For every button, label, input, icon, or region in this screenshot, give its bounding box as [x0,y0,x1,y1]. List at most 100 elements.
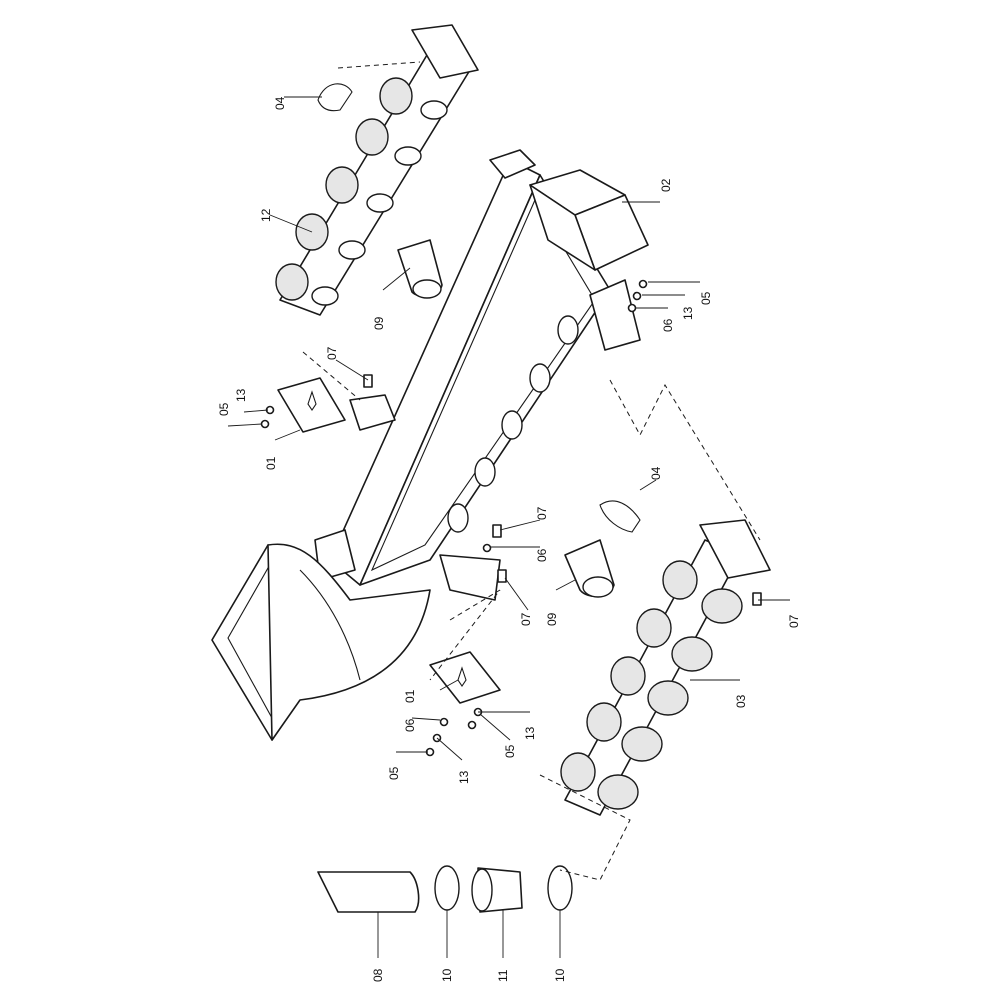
callout-13-upper: 13 [234,388,248,402]
manifold-bar-lower [560,519,771,816]
manifold-upper-port-3 [366,193,394,213]
callout-07-lower: 07 [519,612,533,626]
manifold-lower-cap-5 [662,560,698,600]
hose-coupler-end [471,868,493,912]
manifold-lower-outlet-2 [621,726,663,762]
leader-12 [269,214,313,233]
manifold-upper-port-5 [420,100,448,120]
leader-13-upper [243,409,269,413]
callout-02: 02 [659,178,673,192]
bolt-upper [363,374,373,388]
callout-08: 08 [371,968,385,982]
callout-07-mid: 07 [535,506,549,520]
callout-04-upper: 04 [273,96,287,110]
leader-07-upper [335,359,369,381]
leader-05-lower-right [479,713,511,741]
leader-04-lower [639,479,657,491]
leader-05-upper [227,423,263,427]
callout-03: 03 [734,694,748,708]
assembly-path-upper-manifold [337,61,421,69]
assembly-path-upper-plate [302,351,361,401]
callout-09-upper: 09 [372,316,386,330]
callout-07-upper: 07 [325,346,339,360]
callout-05-right: 05 [699,291,713,305]
mounting-plate-upper [277,377,346,433]
callout-05-lower-right: 05 [503,744,517,758]
manifold-upper-cap-1 [275,263,309,301]
callout-10-left: 10 [440,968,454,982]
callout-labels: 04 12 09 02 05 13 06 07 13 05 01 07 06 0… [217,96,801,982]
manifold-upper-cap-4 [355,118,389,156]
channel-outlet-hole-1 [557,315,579,345]
outlet-bracket-lower [439,554,501,601]
reducer-upper-mouth [412,279,442,299]
callout-05-upper: 05 [217,402,231,416]
hairpin-clip-lower [599,500,641,533]
callout-12: 12 [259,208,273,222]
hose-kit [317,865,573,913]
box-end-cap [529,169,649,351]
assembly-paths [302,61,761,881]
callout-06-mid: 06 [535,548,549,562]
hose-tube [317,871,420,913]
leader-09-lower [555,579,576,591]
hood-body-curve [299,569,361,681]
manifold-upper-cap-3 [325,166,359,204]
assembly-path-right-box [609,379,761,541]
callout-04-lower: 04 [649,466,663,480]
bolt-mid [492,524,502,538]
leader-09-upper [382,267,411,291]
assembly-path-lower-plate [429,589,501,681]
callout-leaders [227,96,790,958]
nut-lower-1 [439,717,449,727]
nut-upper-2 [260,419,270,429]
callout-06-lower: 06 [403,718,417,732]
main-duct-assembly [314,149,611,601]
callout-11: 11 [496,969,510,982]
hairpin-clip-upper [317,83,353,112]
callout-01-lower: 01 [403,689,417,703]
manifold-bar-upper-endplate [411,24,479,79]
nut-right-3 [627,303,637,313]
manifold-upper-port-4 [394,146,422,166]
manifold-lower-cap-2 [586,702,622,742]
inlet-transition-hood [211,543,431,741]
leader-06-lower [411,717,441,721]
hood-body [267,543,431,741]
leader-07-mid [499,519,541,531]
duct-flange-mid [349,394,396,431]
manifold-bar-lower-endplate [699,519,771,579]
callout-10-right: 10 [553,968,567,982]
manifold-upper-port-2 [338,240,366,260]
callout-05-lower-left: 05 [387,766,401,780]
channel-outlet-hole-2 [529,363,551,393]
manifold-lower-outlet-5 [701,588,743,624]
manifold-upper-cap-5 [379,77,413,115]
loose-parts [260,83,762,757]
channel-outlet-hole-3 [501,410,523,440]
bolt-lower [497,569,507,583]
manifold-lower-outlet-3 [647,680,689,716]
callout-07-right: 07 [787,614,801,628]
callout-09-lower: 09 [545,612,559,626]
hose-clamp-left [434,865,460,911]
callout-13-lower-left: 13 [457,770,471,784]
nut-right-1 [638,279,648,289]
leader-01-upper [274,429,301,441]
box-side-face [529,184,596,271]
leader-01-lower [439,679,459,691]
callout-13-lower-right: 13 [523,726,537,740]
callout-06-right: 06 [661,318,675,332]
channel-outlet-hole-4 [474,457,496,487]
bolt-right [752,592,762,606]
manifold-lower-cap-3 [610,656,646,696]
manifold-bar-upper-rail [279,49,471,316]
manifold-bar-upper [275,24,479,316]
manifold-lower-cap-1 [560,752,596,792]
mounting-plate-lower-slot [457,666,467,687]
leader-13-lower-left [436,737,463,761]
duct-flange-upper [489,149,536,179]
manifold-lower-outlet-4 [671,636,713,672]
leader-07-lower [504,577,529,611]
